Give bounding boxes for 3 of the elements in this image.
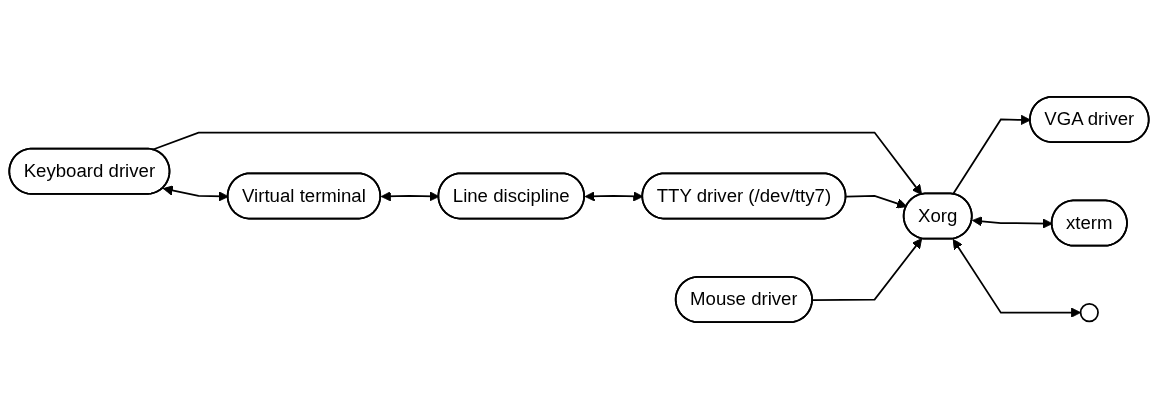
node-circle bbox=[1079, 303, 1099, 323]
arrow bbox=[845, 195, 908, 209]
arrow bbox=[952, 114, 1031, 196]
